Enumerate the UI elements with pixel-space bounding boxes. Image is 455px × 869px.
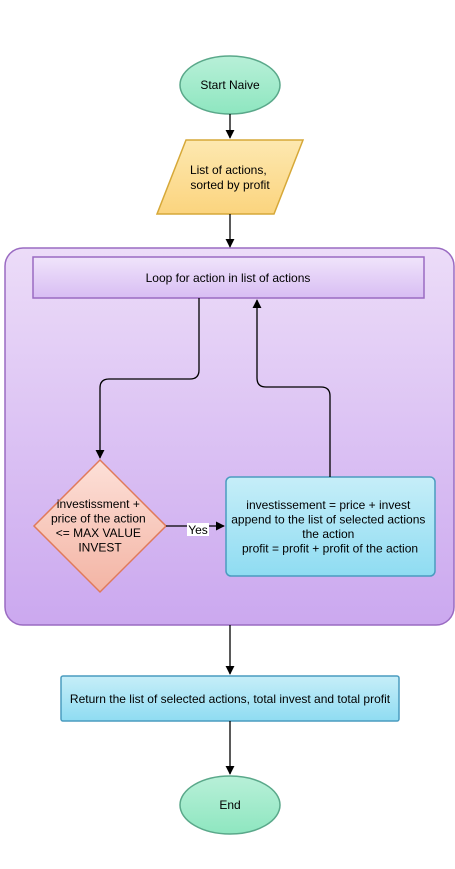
loop-header-box <box>32 256 425 299</box>
process-label: investissement = price + invest append t… <box>231 498 428 556</box>
yes-label: Yes <box>188 523 208 537</box>
start-label: Start Naive <box>200 78 260 92</box>
result-label: Return the list of selected actions, tot… <box>70 692 391 706</box>
yes-label-background <box>187 523 209 536</box>
input-parallelogram <box>155 139 305 215</box>
decision-label: investissment + price of the action <= M… <box>51 497 149 555</box>
input-label: List of actions, sorted by profit <box>190 163 270 192</box>
end-terminal <box>179 775 281 835</box>
end-label: End <box>219 798 240 812</box>
edge-process-back-to-loop <box>252 299 331 477</box>
edge-loop-to-decision <box>95 298 200 459</box>
decision-diamond <box>32 458 168 594</box>
loop-header-label: Loop for action in list of actions <box>146 271 311 285</box>
